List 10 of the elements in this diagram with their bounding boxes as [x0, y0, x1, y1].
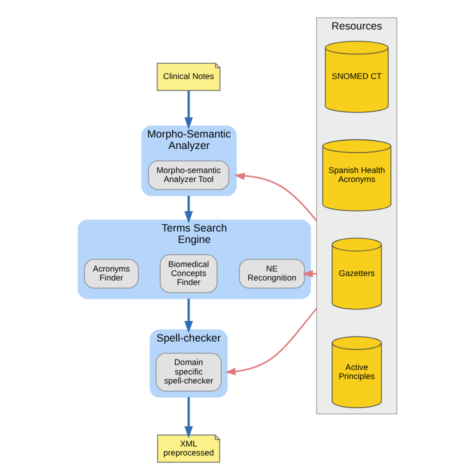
- arrow: [224, 308, 317, 376]
- arrow: [184, 196, 192, 224]
- node-box: Acronyms Finder: [84, 258, 138, 288]
- node-box: Biomedical Concepts Finder: [159, 254, 217, 294]
- arrow: [184, 397, 192, 438]
- node-box: Domain specific spell-checker: [155, 352, 222, 392]
- arrow: [184, 298, 192, 334]
- arrow: [184, 90, 192, 130]
- node-box: NE Recongnition: [238, 258, 304, 288]
- node-box: Morpho-semantic Analyzer Tool: [148, 160, 229, 190]
